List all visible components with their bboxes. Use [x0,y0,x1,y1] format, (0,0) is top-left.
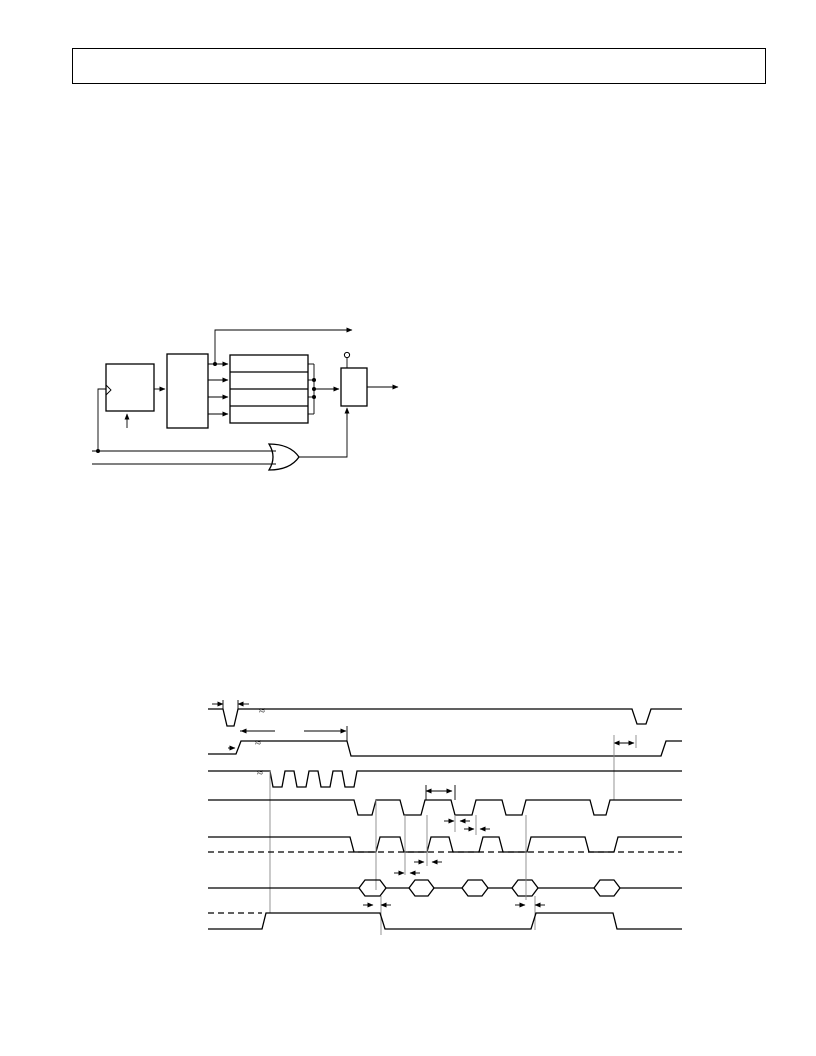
data-window-2 [408,879,435,897]
counter-block [105,363,155,412]
signal-1-break: ≈ [259,705,265,717]
timing-diagram: ≈ ≈ ≈ [208,700,682,935]
clock-input-marker [105,384,112,396]
signal-2-break: ≈ [255,737,261,749]
data-window-5 [593,879,621,897]
or-output-line [299,408,348,458]
signal-7-waveform [208,912,682,930]
block-diagram [92,327,399,471]
clock-feedback-line [97,388,106,451]
enable-pin-circle [343,351,351,359]
signal-4-waveform [208,799,682,816]
signal-5-waveform [208,836,682,853]
bus-dot-1 [312,378,316,382]
data-window-1 [358,879,387,897]
signal-1-waveform [208,708,682,727]
top-output-line [214,329,350,364]
page-header-box [72,48,766,84]
signal-2-waveform [208,740,682,757]
bus-dot-3 [312,395,316,399]
signal-3-waveform [208,770,682,788]
data-window-3 [461,879,489,897]
data-window-4 [511,879,539,897]
output-block [340,367,368,407]
signal-3-break: ≈ [257,767,263,779]
decoder-block [166,353,209,429]
or-gate [267,443,300,471]
